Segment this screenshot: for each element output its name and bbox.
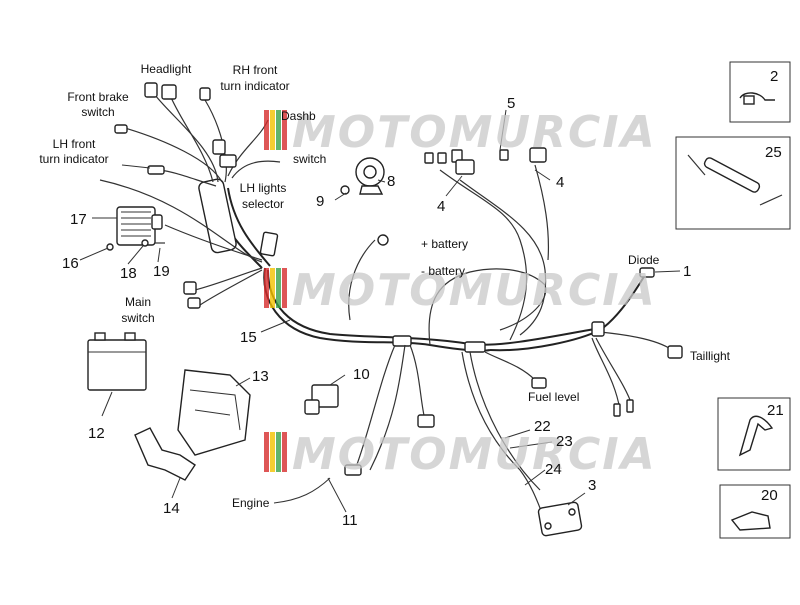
battery xyxy=(87,332,147,391)
nut-9 xyxy=(340,185,350,195)
part-number-16: 16 xyxy=(62,255,79,272)
inset-box-20 xyxy=(719,484,791,539)
label-engine: Engine xyxy=(232,496,270,510)
part-number-24: 24 xyxy=(545,461,562,478)
text-labels: Headlight RH front turn indicator Front … xyxy=(39,62,730,510)
horn xyxy=(355,157,385,195)
front-brake-connector xyxy=(114,124,128,134)
label-main-switch-line1: Main xyxy=(125,295,151,309)
taillight-connector xyxy=(667,345,683,359)
label-front-brake-line2: switch xyxy=(81,105,114,119)
part-number-8: 8 xyxy=(387,173,395,190)
main-switch-connectors xyxy=(183,281,201,309)
part-number-3: 3 xyxy=(588,477,596,494)
label-minus-battery: - battery xyxy=(421,264,465,278)
part-number-23: 23 xyxy=(556,433,573,450)
part-number-18: 18 xyxy=(120,265,137,282)
part-number-21: 21 xyxy=(767,402,784,419)
sensor-connector xyxy=(417,414,435,428)
label-lh-lights-line2: selector xyxy=(242,197,284,211)
label-plus-battery: + battery xyxy=(421,237,468,251)
part-number-2: 2 xyxy=(770,68,778,85)
part-number-4a: 4 xyxy=(437,198,445,215)
label-diode: Diode xyxy=(628,253,660,267)
inset-box-21 xyxy=(717,397,791,471)
part-number-22: 22 xyxy=(534,418,551,435)
part-number-20: 20 xyxy=(761,487,778,504)
part-number-9: 9 xyxy=(316,193,324,210)
part-number-17: 17 xyxy=(70,211,87,228)
part-numbers: 1 2 3 4 4 5 8 9 10 11 12 13 14 15 16 17 … xyxy=(62,68,784,529)
washer-16 xyxy=(106,243,114,251)
dashboard-connectors xyxy=(212,139,237,168)
leader-lines xyxy=(79,109,681,513)
inset-box-25 xyxy=(675,136,791,230)
inset-box-2 xyxy=(729,61,791,123)
headlight-connectors xyxy=(144,82,177,100)
engine-connector xyxy=(344,464,362,476)
label-main-switch-line2: switch xyxy=(121,311,154,325)
rh-turn-connector xyxy=(199,87,211,101)
label-lh-turn-line2: turn indicator xyxy=(39,152,108,166)
label-dashboard: Dashb xyxy=(281,109,316,123)
watermark-text-middle: MOTOMURCIA xyxy=(292,265,657,316)
control-module xyxy=(537,501,583,537)
washer-18 xyxy=(141,239,149,247)
part-number-14: 14 xyxy=(163,500,180,517)
part-number-12: 12 xyxy=(88,425,105,442)
battery-holder xyxy=(177,369,251,456)
label-rh-turn-line1: RH front xyxy=(233,63,278,77)
part-number-25: 25 xyxy=(765,144,782,161)
watermark-top: MOTOMURCIA xyxy=(264,107,657,158)
rear-connectors xyxy=(613,399,634,417)
mounting-bracket xyxy=(134,427,196,481)
watermark-text-top: MOTOMURCIA xyxy=(292,107,657,158)
part-number-10: 10 xyxy=(353,366,370,383)
label-lh-turn-line1: LH front xyxy=(53,137,96,151)
label-headlight: Headlight xyxy=(141,62,192,76)
part-number-13: 13 xyxy=(252,368,269,385)
label-rh-turn-line2: turn indicator xyxy=(220,79,289,93)
part-number-15: 15 xyxy=(240,329,257,346)
voltage-regulator xyxy=(116,206,163,246)
relay xyxy=(304,384,339,415)
diode xyxy=(639,267,655,278)
lh-selector-connector xyxy=(259,231,279,257)
part-number-19: 19 xyxy=(153,263,170,280)
part-number-4b: 4 xyxy=(556,174,564,191)
watermark-text-bottom: MOTOMURCIA xyxy=(292,429,657,480)
label-fuel-level: Fuel level xyxy=(528,390,579,404)
lh-turn-connector xyxy=(147,165,165,175)
part-number-5: 5 xyxy=(507,95,515,112)
part-number-11: 11 xyxy=(342,512,358,529)
label-lh-lights-line1: LH lights xyxy=(240,181,287,195)
fuse-block xyxy=(424,147,547,175)
label-switch: switch xyxy=(293,152,326,166)
label-taillight: Taillight xyxy=(690,349,731,363)
part-number-1: 1 xyxy=(683,263,691,280)
label-front-brake-line1: Front brake xyxy=(67,90,129,104)
fuel-level-connector xyxy=(531,377,547,389)
watermark-middle: MOTOMURCIA xyxy=(264,265,657,316)
watermark-bottom: MOTOMURCIA xyxy=(264,429,657,480)
